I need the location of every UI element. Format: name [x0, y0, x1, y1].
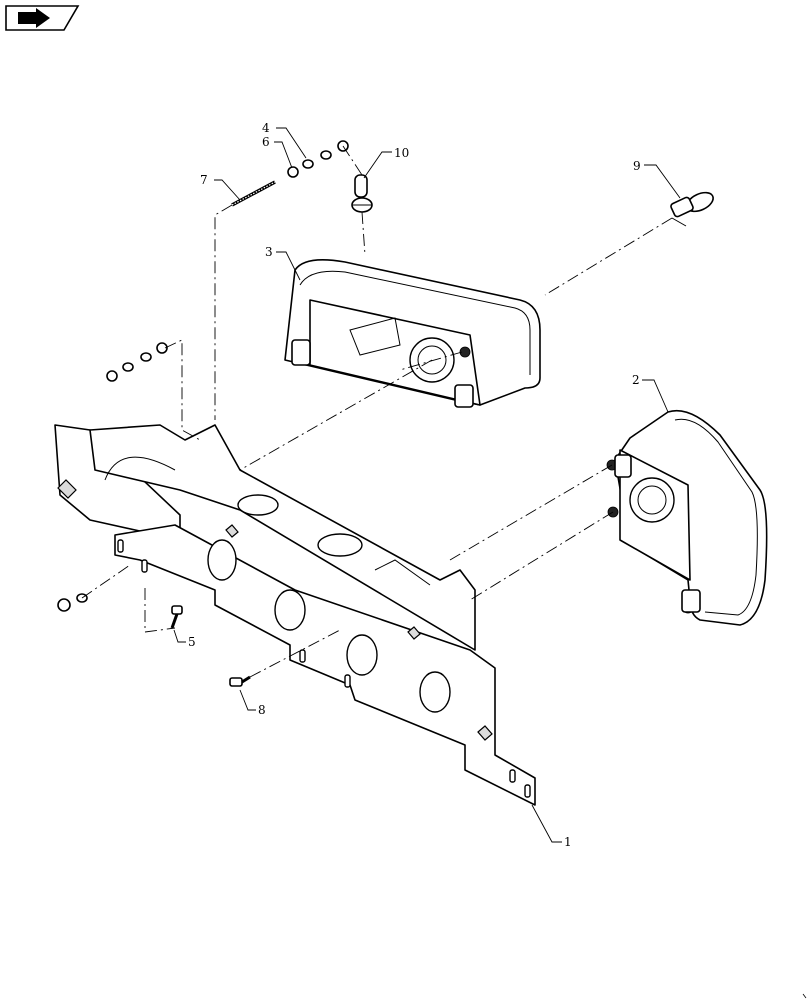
- assembly-lines: [81, 145, 673, 678]
- bulb: [670, 191, 714, 227]
- callout-label-2: 2: [632, 373, 640, 387]
- callout-leaders: [173, 127, 681, 843]
- callout-label-6: 6: [262, 135, 270, 149]
- mounting-bracket: [54, 424, 536, 806]
- bolt-5: [170, 605, 183, 629]
- right-tail-lamp: [606, 410, 768, 626]
- callout-label-5: 5: [188, 635, 196, 649]
- callout-label-10: 10: [394, 146, 409, 160]
- nut-washer-set-left: [106, 342, 168, 382]
- corner-mark: [802, 993, 807, 999]
- stud-bolt: [231, 180, 276, 207]
- left-tail-lamp: [284, 259, 541, 408]
- callout-label-4: 4: [262, 121, 270, 135]
- callout-label-8: 8: [258, 703, 266, 717]
- callout-label-9: 9: [633, 159, 641, 173]
- nut-washer-set-top: [287, 140, 349, 178]
- callout-label-1: 1: [564, 835, 572, 849]
- bulb-socket: [351, 174, 373, 213]
- callout-label-3: 3: [265, 245, 273, 259]
- nav-arrow-icon[interactable]: [5, 5, 80, 31]
- bolt-8: [229, 675, 251, 687]
- callout-label-7: 7: [200, 173, 208, 187]
- nut-washer-set-bottom: [57, 593, 88, 612]
